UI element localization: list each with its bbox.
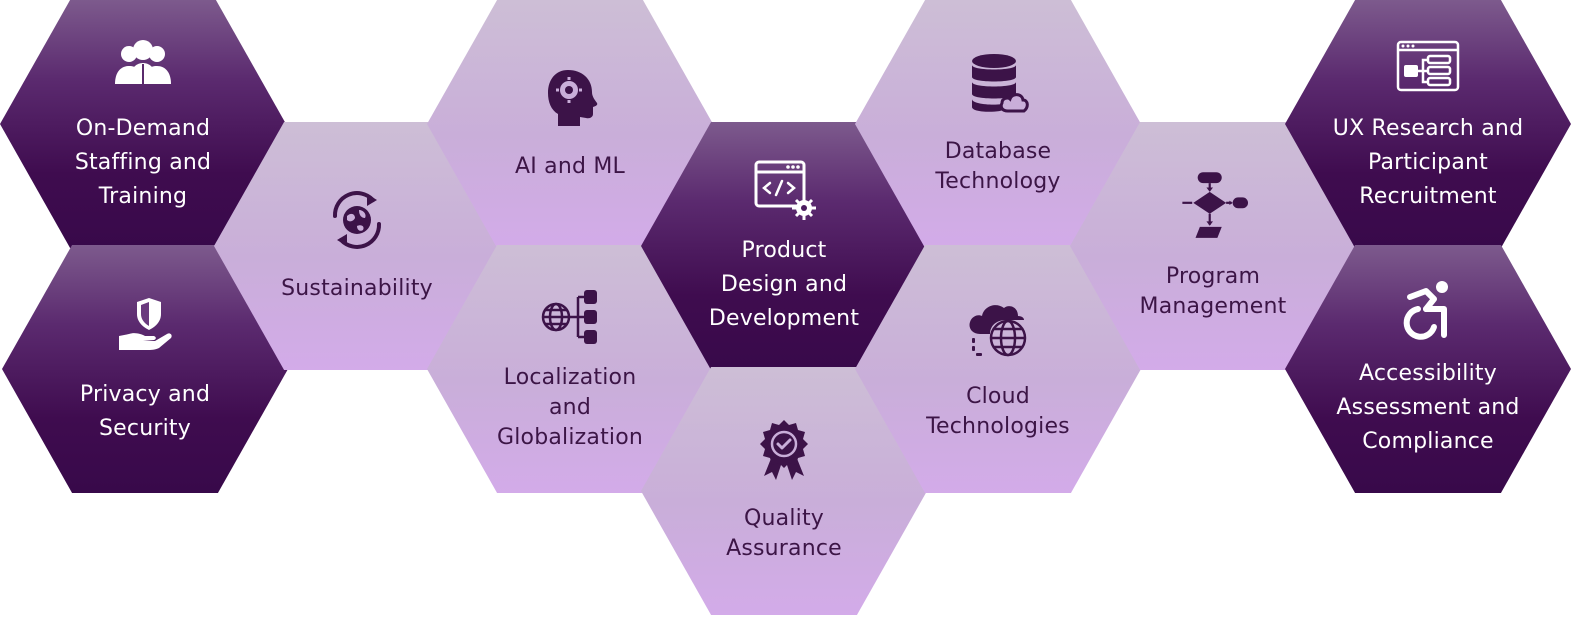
hex-ai-ml: AI and ML [427,0,713,248]
hex-label: Quality Assurance [726,506,842,561]
hex-label: AI and ML [515,154,625,179]
hex-on-demand-staffing: On-Demand Staffing and Training [0,0,286,248]
wheelchair-icon [1403,281,1448,340]
hex-label: Product Design and Development [708,238,860,331]
database-cloud-icon [972,54,1029,113]
hex-accessibility: Accessibility Assessment and Compliance [1285,245,1571,493]
hex-label: Database Technology [935,139,1061,194]
flowchart-icon [1182,172,1248,238]
people-team-icon [115,40,171,84]
browser-sitemap-icon [1396,40,1460,92]
hex-label: UX Research and Participant Recruitment [1332,116,1524,209]
hex-label: Program Management [1139,264,1287,319]
hex-label: Localization and Globalization [496,365,644,450]
globe-cycle-icon [332,191,382,249]
hex-label: Sustainability [281,276,433,301]
hexagon-shape [1285,245,1571,493]
hex-label: Accessibility Assessment and Compliance [1336,361,1520,454]
hex-ux-research: UX Research and Participant Recruitment [1285,0,1571,248]
head-gear-icon [548,70,598,126]
code-window-gear-icon [754,160,816,220]
hex-label: On-Demand Staffing and Training [74,116,212,209]
hand-shield-icon [119,298,172,350]
hex-label: Privacy and Security [79,382,211,441]
hex-label: Cloud Technologies [926,384,1070,439]
globe-network-icon [541,290,597,344]
badge-check-icon [760,420,808,480]
cloud-globe-icon [969,305,1027,357]
